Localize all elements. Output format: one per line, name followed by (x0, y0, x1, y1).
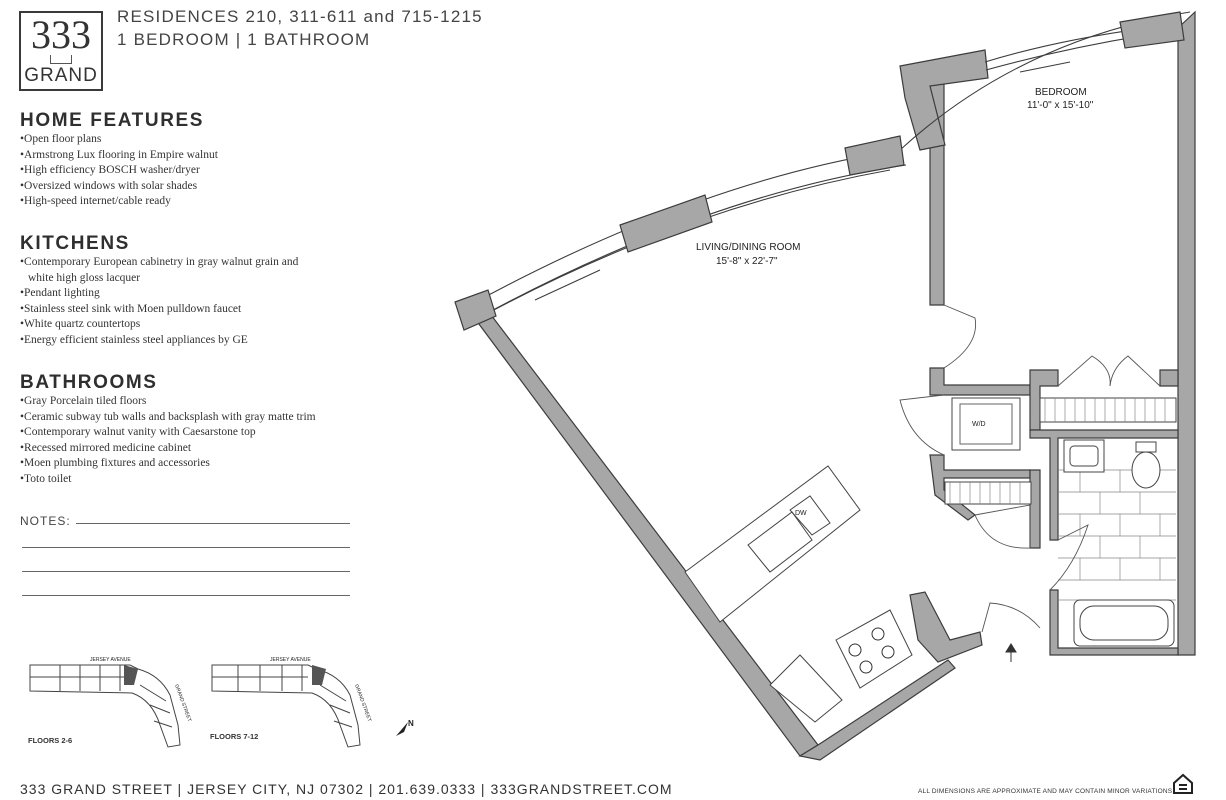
wall (619, 194, 713, 253)
kitchen-island (684, 465, 861, 623)
wall (1177, 10, 1196, 656)
kitchens-section: KITCHENS Contemporary European cabinetry… (20, 233, 380, 349)
notes-line[interactable] (22, 571, 350, 572)
dishwasher (789, 495, 831, 536)
wd-label: W/D (972, 421, 986, 428)
key-plan-floors-2-6: JERSEY AVENUE GRAND STREET JERSEY AVENUE… (29, 657, 372, 748)
list-item: High efficiency BOSCH washer/dryer (20, 163, 380, 179)
washer-dryer (951, 397, 1021, 451)
street-label: JERSEY AVENUE (270, 657, 311, 663)
street-label: JERSEY AVENUE (90, 657, 131, 663)
wall (1119, 11, 1185, 49)
floors-label: FLOORS 7-12 (210, 732, 259, 741)
list-item: Armstrong Lux flooring in Empire walnut (20, 148, 380, 164)
kitchen-sink (747, 511, 813, 573)
notes-line[interactable] (22, 595, 350, 596)
bedroom-dims: 11'-0" x 15'-10" (1027, 100, 1094, 111)
unit-type: 1 BEDROOM | 1 BATHROOM (117, 30, 371, 49)
footer-address: 333 GRAND STREET | JERSEY CITY, NJ 07302… (20, 781, 673, 797)
bathrooms-title: BATHROOMS (20, 372, 158, 393)
range (835, 609, 913, 689)
list-item: High-speed internet/cable ready (20, 194, 380, 210)
wall (454, 289, 497, 331)
floors-label: FLOORS 2-6 (28, 736, 73, 745)
living-name: LIVING/DINING ROOM (696, 242, 800, 253)
wall (929, 367, 1031, 396)
bedroom-closet (1039, 397, 1177, 423)
wall (798, 659, 956, 761)
list-item: Ceramic subway tub walls and backsplash … (20, 410, 380, 426)
wall (1159, 369, 1179, 387)
list-item: Open floor plans (20, 132, 380, 148)
north-label: N (408, 719, 414, 728)
logo-number: 333 (31, 12, 91, 57)
notes-line[interactable] (22, 547, 350, 548)
counter (769, 654, 843, 723)
list-item: Stainless steel sink with Moen pulldown … (20, 302, 380, 318)
home-features-section: HOME FEATURES Open floor plans Armstrong… (20, 110, 380, 210)
list-item: Energy efficient stainless steel applian… (20, 333, 380, 349)
wall (909, 591, 983, 663)
residences-title: RESIDENCES 210, 311-611 and 715-1215 (117, 7, 483, 26)
list-item: white high gloss lacquer (28, 271, 141, 284)
bedroom-name: BEDROOM (1035, 87, 1087, 98)
bathrooms-section: BATHROOMS Gray Porcelain tiled floors Ce… (20, 372, 380, 488)
home-features-title: HOME FEATURES (20, 110, 205, 131)
toilet (1131, 451, 1161, 489)
entry-arrow-icon (1005, 643, 1017, 662)
list-item: Pendant lighting (20, 286, 380, 302)
wall (1049, 589, 1179, 656)
hall-closet (944, 481, 1032, 505)
list-item: Recessed mirrored medicine cabinet (20, 441, 380, 457)
bathtub (1073, 599, 1175, 647)
wall (844, 135, 905, 176)
living-dims: 15'-8" x 22'-7" (716, 256, 778, 267)
list-item: Contemporary European cabinetry in gray … (20, 255, 380, 271)
list-item: Contemporary walnut vanity with Caesarst… (20, 425, 380, 441)
wall (899, 49, 989, 151)
notes-section: NOTES: (20, 512, 355, 530)
logo-word: GRAND (24, 65, 98, 86)
disclaimer: ALL DIMENSIONS ARE APPROXIMATE AND MAY C… (918, 788, 1175, 795)
list-item: Oversized windows with solar shades (20, 179, 380, 195)
dw-label: DW (795, 510, 807, 517)
notes-line[interactable] (76, 523, 350, 524)
list-item: Moen plumbing fixtures and accessories (20, 456, 380, 472)
notes-label: NOTES: (20, 514, 71, 528)
list-item: Gray Porcelain tiled floors (20, 394, 380, 410)
vanity (1063, 439, 1105, 473)
equal-housing-icon (1173, 773, 1193, 794)
kitchens-title: KITCHENS (20, 233, 130, 254)
logo: 333 GRAND (19, 11, 103, 91)
north-arrow-icon: N (396, 719, 414, 736)
logo-mark (50, 55, 72, 64)
list-item: White quartz countertops (20, 317, 380, 333)
list-item: Toto toilet (20, 472, 380, 488)
